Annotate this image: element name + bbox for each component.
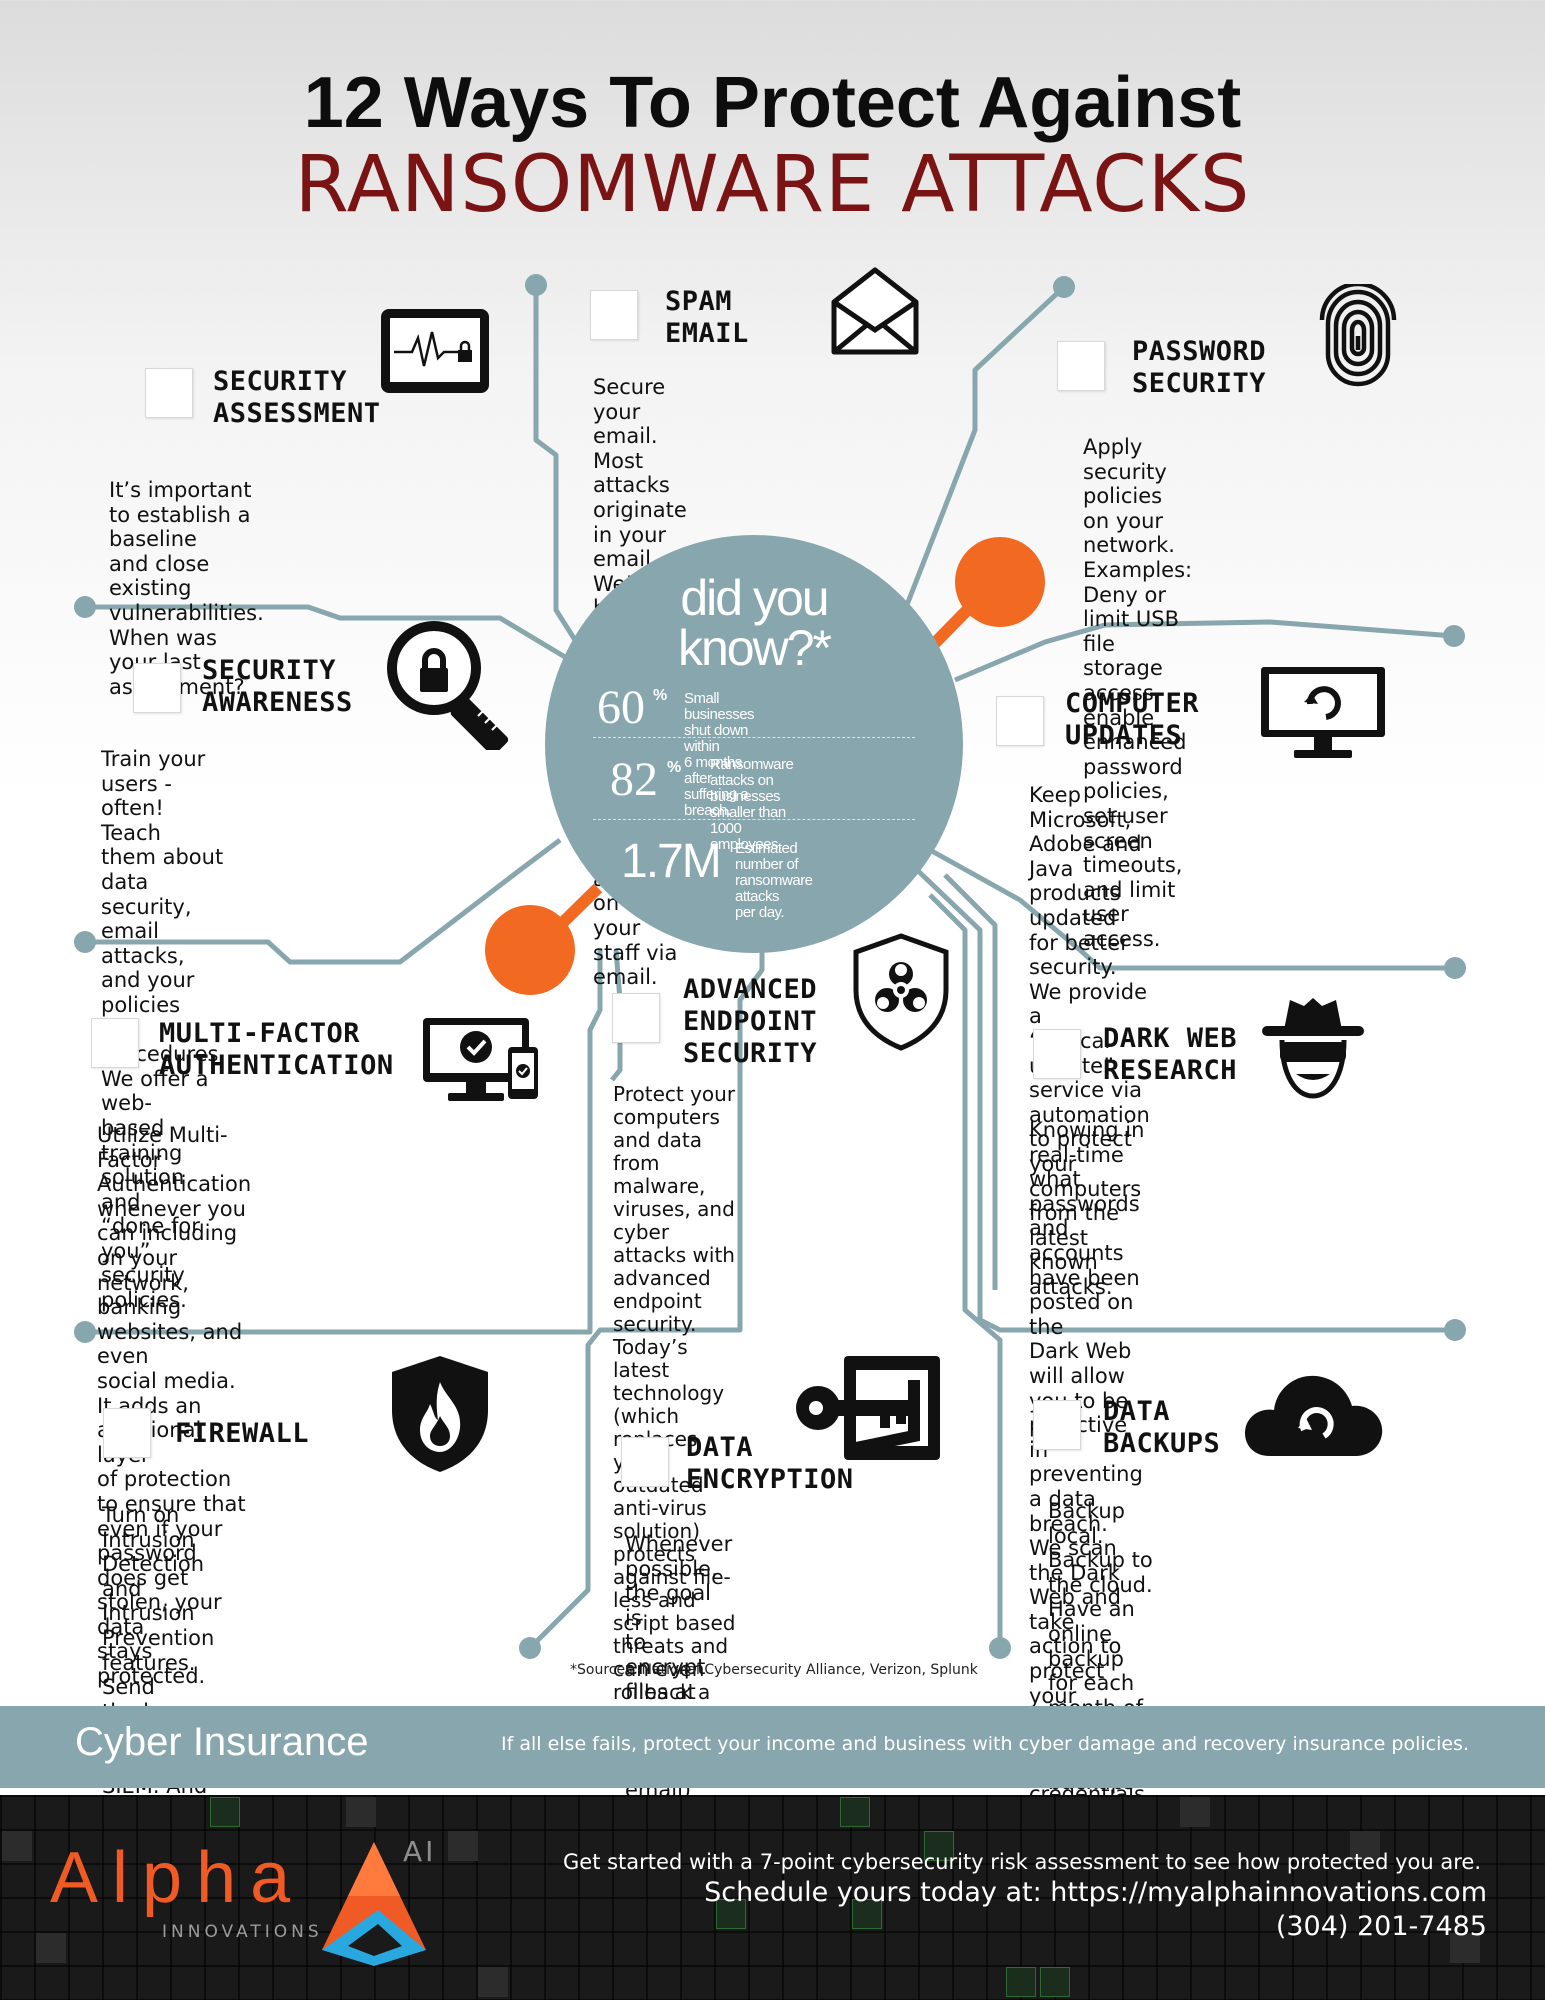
card-title: SECURITY AWARENESS (202, 655, 353, 718)
stat-divider (593, 819, 915, 820)
tablet-heartbeat-lock-icon (381, 309, 489, 393)
footer-tile (840, 1797, 870, 1827)
card-title: SPAM EMAIL (665, 286, 749, 349)
did-you-know-heading-1: did you (680, 570, 829, 626)
card-title: SECURITY ASSESSMENT (213, 366, 381, 429)
stat-value: 60 (597, 681, 645, 734)
page-subtitle: RANSOMWARE ATTACKS (294, 140, 1251, 230)
footer-tile (1450, 1933, 1480, 1963)
footer-tile (448, 1831, 478, 1861)
card-title: COMPUTER UPDATES (1065, 688, 1200, 751)
stat-description: Ransomware attacks on businesses smaller… (710, 756, 794, 853)
footer-tile (210, 1797, 240, 1827)
footer-tile (924, 1831, 954, 1861)
monitor-phone-check-icon (423, 1018, 538, 1101)
stat-divider (593, 737, 915, 738)
card-title: DARK WEB RESEARCH (1103, 1023, 1238, 1086)
cloud-sync-icon (1245, 1375, 1383, 1456)
orange-pin-top-right (925, 537, 1045, 653)
card-title: MULTI-FACTOR AUTHENTICATION (159, 1018, 394, 1081)
biohazard-shield-icon (853, 933, 949, 1051)
card-checkbox (91, 1018, 139, 1068)
footer-tile (478, 1967, 508, 1997)
stat-unit: % (667, 759, 682, 776)
envelope-icon (831, 267, 919, 355)
logo-subtitle: INNOVATIONS (162, 1922, 323, 1942)
footer-tile (1350, 1831, 1380, 1861)
footer-tile (2, 1831, 32, 1861)
circuit-lines (74, 274, 1466, 1659)
card-checkbox (1057, 341, 1105, 391)
card-title: PASSWORD SECURITY (1132, 336, 1267, 399)
footer-tile (1040, 1967, 1070, 1997)
logo-triangle-icon (322, 1842, 426, 1966)
page-title: 12 Ways To Protect Against (303, 63, 1242, 143)
card-checkbox (103, 1408, 151, 1458)
stat-description: Estimated number of ransomware attacks p… (735, 840, 813, 921)
logo-wordmark: Alpha (50, 1838, 305, 1918)
stat-value: 82 (610, 753, 658, 806)
card-title: DATA ENCRYPTION (686, 1432, 854, 1495)
card-checkbox (145, 368, 193, 418)
cta-assessment: Get started with a 7-point cybersecurity… (563, 1850, 1481, 1874)
did-you-know-heading-2: know?* (678, 620, 832, 676)
card-body: Train your users - often! Teach them abo… (101, 747, 226, 1313)
footer-tile (1180, 1797, 1210, 1827)
footer-tile (1006, 1967, 1036, 1997)
card-body: Apply security policies on your network.… (1083, 435, 1193, 951)
logo-ai: AI (403, 1835, 437, 1868)
footer-tile (36, 1933, 66, 1963)
monitor-refresh-icon (1261, 667, 1385, 758)
sources-note: *Sources: National Cybersecurity Allianc… (570, 1662, 978, 1678)
footer-tile (716, 1899, 746, 1929)
magnifier-lock-icon (387, 621, 509, 750)
card-checkbox (133, 663, 181, 713)
key-card-icon (796, 1356, 940, 1460)
footer: Alpha INNOVATIONS AI Get started with a … (0, 1795, 1545, 2000)
card-checkbox (621, 1437, 669, 1487)
card-title: FIREWALL (175, 1418, 310, 1449)
fingerprint-icon (1319, 284, 1397, 387)
cta-website[interactable]: Schedule yours today at: https://myalpha… (704, 1877, 1487, 1908)
cyber-insurance-title: Cyber Insurance (75, 1720, 369, 1764)
stat-unit: % (653, 687, 668, 704)
card-checkbox (1033, 1400, 1081, 1450)
footer-tile (852, 1899, 882, 1929)
hacker-spy-icon (1262, 998, 1364, 1099)
cta-phone[interactable]: (304) 201-7485 (1275, 1911, 1487, 1942)
card-checkbox (590, 290, 638, 340)
stat-value: 1.7M (621, 835, 722, 888)
cyber-insurance-text: If all else fails, protect your income a… (501, 1733, 1469, 1755)
did-you-know-circle: did you know?* 60 % Small businesses shu… (545, 535, 963, 953)
card-body: Utilize Multi-Factor Authentication when… (97, 1123, 252, 1689)
card-checkbox (996, 696, 1044, 746)
footer-tile (346, 1797, 376, 1827)
card-checkbox (612, 993, 660, 1043)
cyber-insurance-band: Cyber Insurance If all else fails, prote… (0, 1706, 1545, 1788)
card-title: DATA BACKUPS (1103, 1396, 1221, 1459)
shield-flame-icon (392, 1356, 488, 1472)
card-checkbox (1033, 1029, 1081, 1079)
stat-description: Small businesses shut down within 6 mont… (684, 690, 755, 819)
orange-pin-bottom-left (485, 883, 603, 995)
card-title: ADVANCED ENDPOINT SECURITY (683, 974, 818, 1069)
